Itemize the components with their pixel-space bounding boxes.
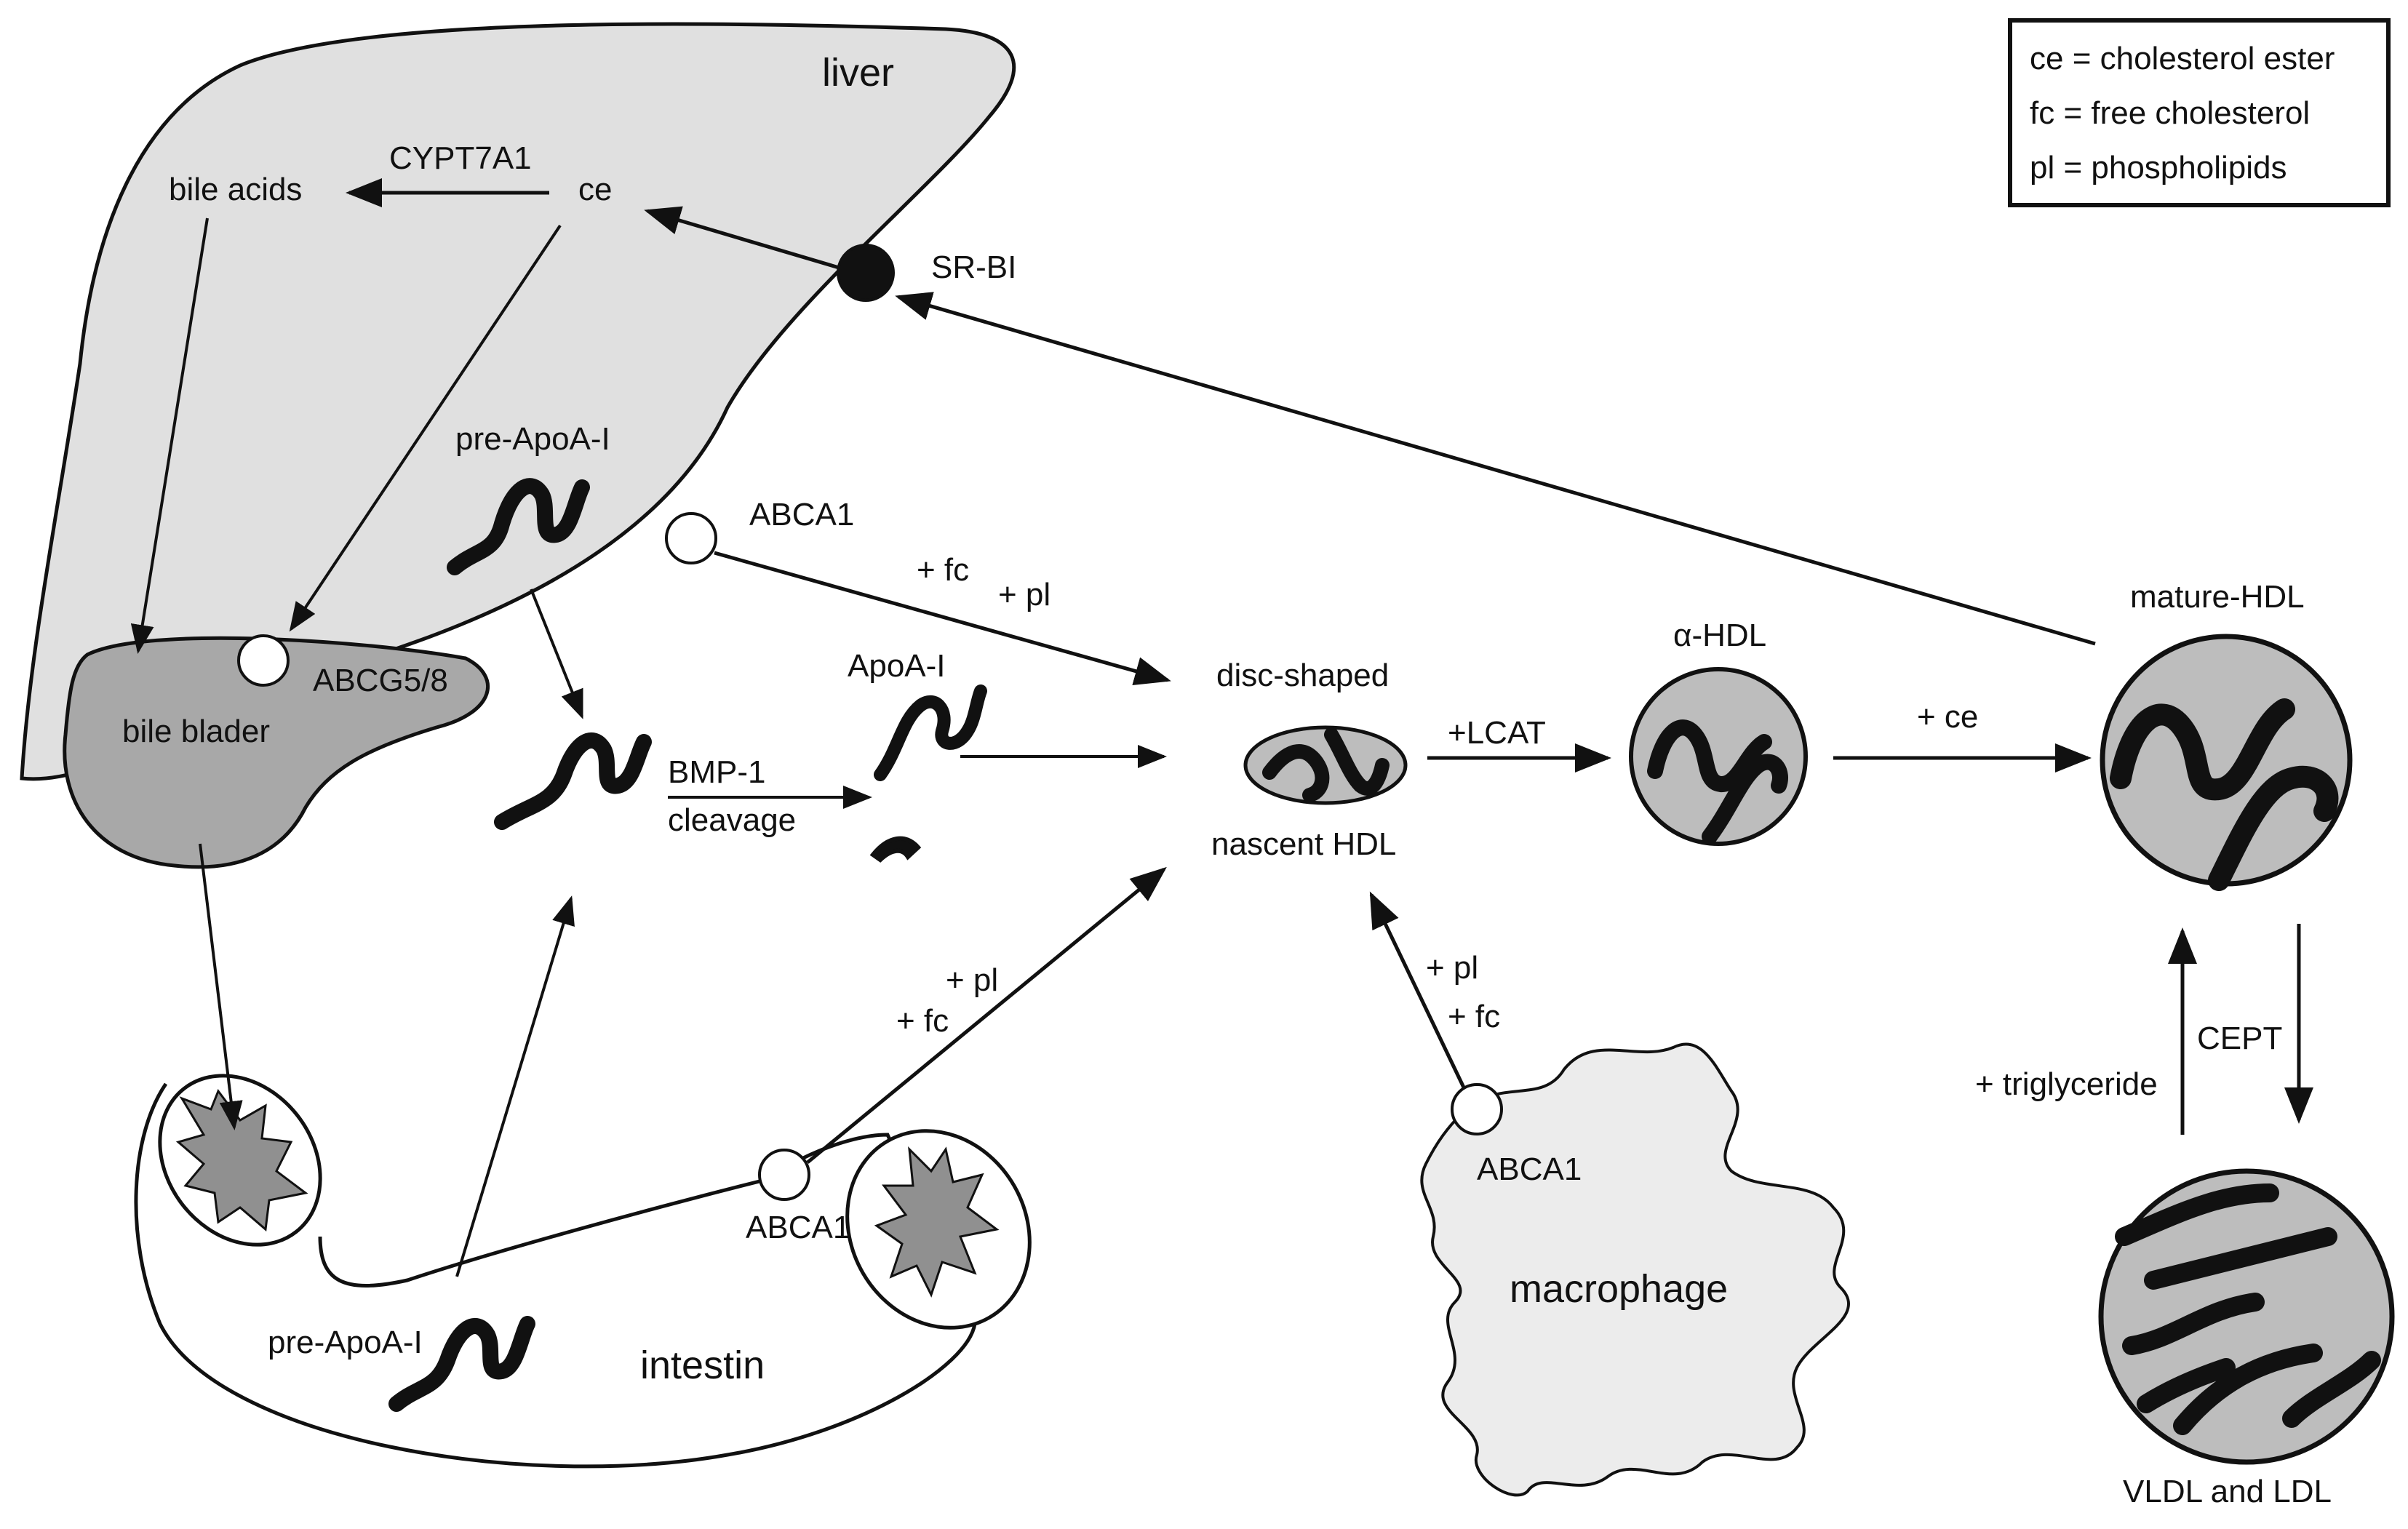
liver-shape: [20, 22, 1016, 781]
legend-box: [2008, 18, 2391, 207]
intestine-pl-label: + pl: [946, 962, 998, 998]
cleaved-fragment: [869, 836, 922, 863]
arrow-liver-abca1-to-nascent: [714, 551, 1171, 686]
alpha-hdl-protein: [1647, 719, 1788, 845]
macrophage-shape: [1420, 1042, 1850, 1497]
ce-label: ce: [578, 172, 612, 207]
arrow-pre-apoa1-down: [530, 588, 583, 719]
vldl-ldl-label: VLDL and LDL: [2123, 1474, 2332, 1509]
arrow-macrophage-to-nascent: [1369, 891, 1466, 1089]
nascent-hdl-protein: [1262, 727, 1390, 802]
cleavage-label: cleavage: [668, 802, 796, 838]
legend-pl: pl = phospholipids: [2030, 150, 2287, 185]
cept-label: CEPT: [2197, 1021, 2282, 1056]
arrow-intestine-pre-apoa1-up: [455, 895, 575, 1277]
macrophage-label: macrophage: [1510, 1267, 1728, 1311]
macrophage-abca1-label: ABCA1: [1477, 1151, 1582, 1187]
sr-bi-label: SR-BI: [931, 249, 1016, 285]
liver-label: liver: [822, 51, 894, 95]
intestine-right-lumen: [874, 1146, 1000, 1298]
abcg58-label: ABCG5/8: [313, 663, 448, 698]
liver-pre-apoa1-label: pre-ApoA-I: [455, 421, 610, 457]
processing-pre-apoa1-protein: [494, 732, 652, 830]
liver-abca1-label: ABCA1: [749, 497, 854, 532]
lcat-label: +LCAT: [1448, 715, 1546, 751]
bmp1-label: BMP-1: [668, 754, 765, 790]
abcg58-receptor: [237, 634, 290, 687]
bile-bladder-label: bile blader: [122, 714, 270, 749]
intestine-pre-apoa1-protein: [388, 1316, 535, 1412]
bile-bladder-shape: [63, 636, 490, 869]
arrow-intestine-abca1-to-nascent: [806, 866, 1167, 1164]
apoa1-label: ApoA-I: [848, 648, 946, 684]
macrophage-pl-label: + pl: [1426, 950, 1478, 986]
liver-abca1-receptor: [665, 512, 717, 564]
arrow-bile-acids-to-bladder: [130, 217, 209, 654]
intestine-label: intestin: [640, 1344, 765, 1387]
sr-bi-receptor: [837, 244, 895, 302]
macrophage-fc-label: + fc: [1448, 999, 1500, 1034]
liver-pl-label: + pl: [998, 577, 1050, 612]
legend-fc: fc = free cholesterol: [2030, 95, 2310, 131]
nascent-hdl-label: nascent HDL: [1211, 826, 1396, 862]
arrow-ce-to-abcg58: [289, 224, 562, 632]
legend: ce = cholesterol ester fc = free cholest…: [2008, 18, 2391, 207]
bile-acids-label: bile acids: [169, 172, 302, 207]
mature-hdl-label: mature-HDL: [2130, 579, 2305, 615]
vldl-ldl-particle: [2098, 1168, 2395, 1465]
mature-hdl-protein: [2110, 698, 2339, 891]
triglyceride-label: + triglyceride: [1975, 1066, 2158, 1102]
ce-gain-label: + ce: [1917, 699, 1978, 735]
intestine-body: [134, 1082, 977, 1469]
arrow-bladder-to-intestine: [199, 843, 243, 1130]
disc-shaped-label: disc-shaped: [1216, 658, 1389, 693]
arrow-sr-bi-to-ce: [644, 206, 845, 271]
arrow-mature-hdl-to-sr-bi: [895, 292, 2096, 646]
vldl-ldl-protein: [2115, 1183, 2381, 1435]
intestine-fc-label: + fc: [896, 1003, 949, 1039]
legend-ce: ce = cholesterol ester: [2030, 41, 2335, 76]
apoa1-protein: [874, 684, 987, 781]
intestine-abca1-receptor: [758, 1149, 810, 1201]
alpha-hdl-particle: [1629, 667, 1808, 846]
liver-pre-apoa1-protein: [447, 478, 590, 575]
intestine-abca1-label: ABCA1: [746, 1210, 850, 1245]
macrophage-abca1-receptor: [1451, 1083, 1503, 1135]
alpha-hdl-label: α-HDL: [1673, 618, 1766, 653]
intestine-pre-apoa1-label: pre-ApoA-I: [268, 1325, 423, 1360]
cypt7a1-label: CYPT7A1: [389, 140, 532, 176]
liver-fc-label: + fc: [917, 552, 969, 588]
